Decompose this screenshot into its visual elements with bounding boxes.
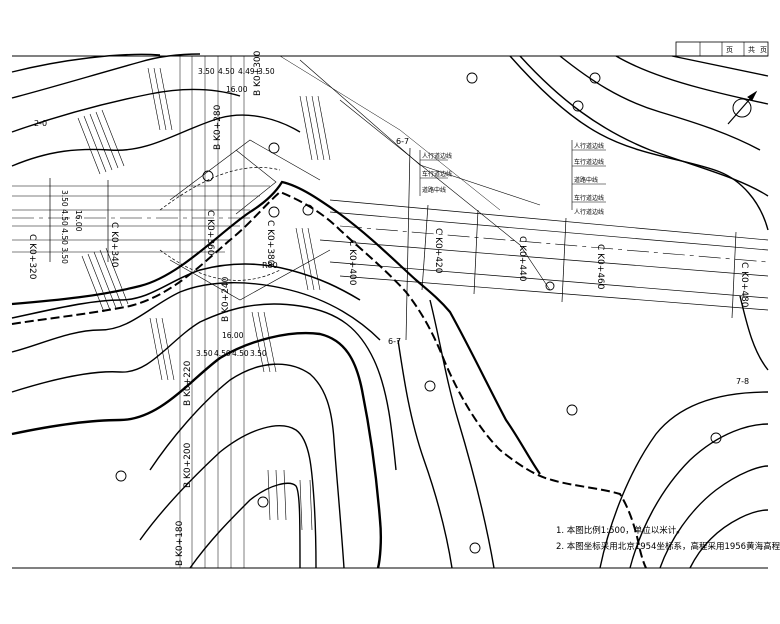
note-line-2: 2. 本图坐标采用北京1954坐标系，高程采用1956黄海高程系。 [556,542,780,552]
north-arrow-icon [727,90,758,125]
drawing-frame [12,41,769,569]
dim-bot-3: 4.50 [232,349,249,358]
dim-left-total: 16.00 [74,210,83,232]
legend-leaders [419,140,606,210]
design-curves [159,167,281,281]
legend-b1: 人行道边线 [422,152,452,160]
station-c360: C K0+360 [205,210,215,256]
radius-label: R80 [262,261,278,270]
dim-top-2: 4.50 [218,67,235,76]
tb-total: 共 [748,45,755,54]
station-c400: C K0+400 [347,240,357,286]
station-b240: B K0+240 [221,276,231,322]
section-ab: 2-0 [34,119,47,128]
legend-5: 人行道边线 [574,208,604,216]
section-markers: 6-7 6-7 7-8 2-0 R80 [34,119,749,386]
station-c420: C K0+420 [433,228,443,274]
coordinate-annotations [77,67,331,531]
contour-lines [11,53,769,569]
station-b220: B K0+220 [183,360,193,406]
station-c460: C K0+460 [595,244,605,290]
dim-top-4: 3.50 [258,67,275,76]
section-67-top: 6-7 [396,137,409,146]
dimension-labels: 3.50 4.50 4.49 3.50 16.00 3.50 4.50 4.50… [60,67,275,358]
title-block-text: 页 共 页 [726,45,767,54]
tb-page2: 页 [760,46,767,54]
section-78: 7-8 [736,377,749,386]
dim-bot-1: 3.50 [196,349,213,358]
station-c380: C K0+380 [265,220,275,266]
legend-4: 车行道边线 [574,194,604,202]
station-b180: B K0+180 [175,520,185,566]
station-c440: C K0+440 [517,236,527,282]
dim-top-3: 4.49 [238,67,255,76]
station-c340: C K0+340 [109,222,119,268]
dim-bot-2: 4.50 [214,349,231,358]
station-b280: B K0+280 [213,104,223,150]
note-line-1: 1. 本图比例1:500，单位以米计。 [556,526,685,536]
legend-labels: 人行道边线 车行道边线 道路中线 车行道边线 人行道边线 人行道边线 车行道边线… [422,142,604,216]
dim-top-total: 16.00 [226,85,248,94]
station-b300: B K0+300 [253,50,263,96]
station-c480: C K0+480 [739,262,749,308]
section-67-bottom: 6-7 [388,337,401,346]
legend-3: 道路中线 [574,176,598,184]
dim-left-stack: 3.50 4.50 4.50 3.50 [60,190,69,264]
legend-b3: 道路中线 [422,186,446,194]
station-c320: C K0+320 [27,234,37,280]
dim-bot-4: 3.50 [250,349,267,358]
legend-2: 车行道边线 [574,158,604,166]
station-b200: B K0+200 [183,442,193,488]
station-labels: C K0+320 C K0+340 C K0+360 C K0+380 C K0… [27,50,749,566]
road-main-edges [11,180,647,569]
road-edges [12,55,769,568]
station-ticks [49,147,737,341]
dim-bot-total: 16.00 [222,331,244,340]
survey-points [115,72,722,554]
tb-page: 页 [726,46,733,54]
legend-1: 人行道边线 [574,142,604,150]
legend-b2: 车行道边线 [422,170,452,178]
dim-top-1: 3.50 [198,67,215,76]
